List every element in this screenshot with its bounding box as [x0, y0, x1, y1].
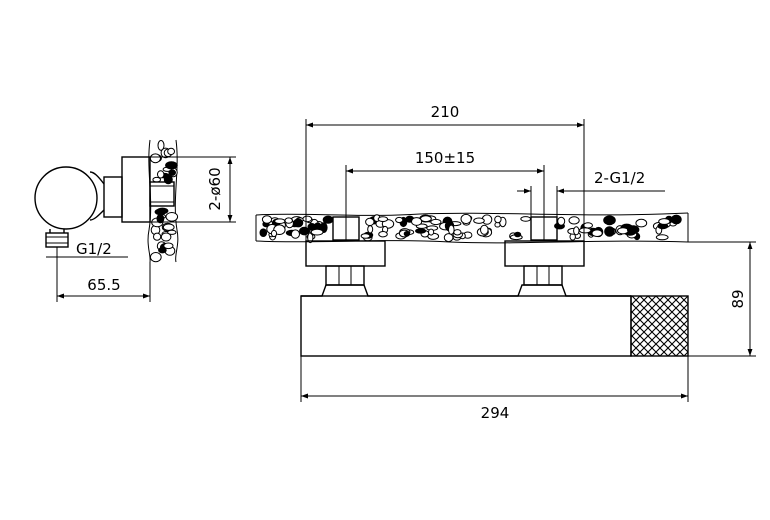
- side-body-circle: [34, 166, 98, 230]
- side-wall-section: [147, 139, 179, 263]
- dim-294-label: 294: [481, 404, 510, 422]
- wall-stone: [167, 147, 176, 156]
- wall-stone: [603, 215, 616, 226]
- wall-stone: [635, 218, 648, 228]
- wall-stone: [514, 231, 522, 238]
- wall-stone: [307, 223, 317, 231]
- wall-stone: [259, 228, 268, 237]
- side-outlet: [45, 232, 69, 248]
- wall-stone: [568, 216, 580, 225]
- wall-stone: [520, 216, 532, 222]
- flange-diameter-label: 2-ø60: [206, 167, 224, 210]
- side-nut: [103, 176, 123, 218]
- wall-stone: [149, 153, 161, 164]
- wall-stone: [261, 215, 273, 224]
- wall-stone: [165, 212, 179, 222]
- dim-89-label: 89: [729, 289, 747, 308]
- wall-stone: [411, 217, 423, 226]
- wall-stone: [378, 231, 388, 238]
- wall-stone: [583, 222, 593, 229]
- wall-stone: [165, 161, 178, 170]
- wall-stone: [157, 170, 165, 179]
- wall-stone: [573, 226, 580, 236]
- wall-stone: [153, 232, 162, 241]
- wall-stone: [377, 216, 389, 223]
- wall-stone: [299, 226, 310, 236]
- wall-stone: [578, 227, 592, 234]
- wall-stone: [168, 169, 176, 176]
- wall-stone: [460, 213, 472, 225]
- wall-stone: [365, 217, 375, 226]
- front-nut-left: [325, 265, 365, 286]
- wall-stone: [473, 217, 485, 224]
- wall-stone: [494, 215, 502, 224]
- wall-stone: [658, 218, 671, 225]
- wall-stone: [403, 231, 411, 237]
- wall-stone: [604, 226, 615, 237]
- dim-150-label: 150±15: [415, 149, 475, 167]
- wall-stone: [480, 224, 489, 235]
- wall-stone: [284, 217, 293, 224]
- front-flange-left: [305, 240, 386, 267]
- wall-stone: [448, 224, 455, 235]
- wall-stone: [302, 215, 313, 223]
- wall-stone: [160, 232, 172, 242]
- wall-stone: [453, 229, 462, 236]
- front-knurled-handle: [630, 295, 689, 357]
- wall-stone: [395, 216, 404, 224]
- front-nut-right: [523, 265, 563, 286]
- front-view: 210 150±15 2-G1/2 89 294: [255, 103, 756, 422]
- wall-stone: [149, 252, 162, 263]
- wall-stone: [591, 229, 603, 237]
- wall-stone: [157, 140, 165, 151]
- front-body-top: [301, 284, 631, 297]
- wall-stone: [655, 234, 669, 241]
- wall-stone: [360, 233, 371, 239]
- wall-stone: [154, 208, 167, 216]
- side-view: 2-ø60 G1/2 65.5: [34, 139, 236, 302]
- wall-stone: [293, 218, 304, 228]
- wall-stone: [290, 229, 300, 239]
- dim-210-label: 210: [431, 103, 460, 121]
- wall-stone: [163, 242, 174, 250]
- front-body: [300, 295, 632, 357]
- wall-depth-label: 65.5: [87, 276, 120, 294]
- wall-stone: [322, 215, 334, 224]
- side-inlet-pipe: [149, 181, 175, 207]
- wall-stone: [162, 223, 175, 231]
- front-wall-section: [255, 212, 689, 244]
- wall-stone: [443, 233, 454, 243]
- wall-stone: [557, 216, 566, 226]
- wall-stone: [270, 229, 278, 238]
- side-flange: [121, 156, 151, 223]
- wall-stone: [274, 218, 286, 224]
- outlet-thread-label: G1/2: [76, 240, 112, 258]
- front-flange-right: [504, 240, 585, 267]
- wall-stone: [310, 228, 324, 236]
- dim-g12-label: 2-G1/2: [594, 169, 645, 187]
- wall-stone: [627, 225, 640, 235]
- wall-stone: [617, 227, 629, 235]
- wall-stone: [415, 228, 427, 234]
- wall-stone: [430, 218, 442, 226]
- wall-stone: [167, 229, 177, 235]
- wall-stone: [367, 225, 374, 234]
- wall-stone: [158, 247, 167, 254]
- wall-stone: [428, 228, 435, 236]
